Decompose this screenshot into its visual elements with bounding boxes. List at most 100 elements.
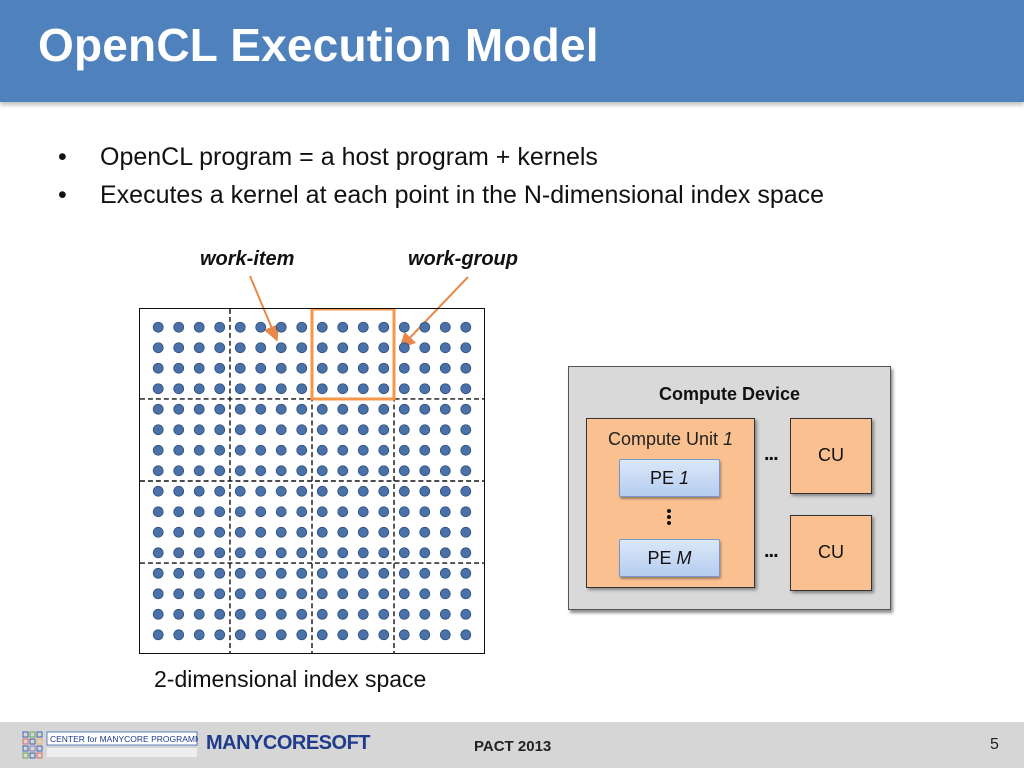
work-item-dot xyxy=(419,465,431,477)
compute-unit-box: CU xyxy=(790,515,872,591)
work-item-dot xyxy=(255,403,267,415)
work-item-dot xyxy=(193,608,205,620)
bullet-glyph: • xyxy=(58,143,67,171)
work-item-dot xyxy=(439,362,451,374)
work-item-dot xyxy=(275,465,287,477)
work-item-dot xyxy=(439,506,451,518)
work-item-dot xyxy=(296,485,308,497)
work-item-dot xyxy=(357,608,369,620)
work-item-dot xyxy=(316,526,328,538)
work-item-dot xyxy=(398,465,410,477)
pe-index: 1 xyxy=(679,468,690,488)
work-item-dot xyxy=(173,383,185,395)
work-item-dot xyxy=(460,588,472,600)
work-item-dot xyxy=(214,465,226,477)
work-item-dot xyxy=(378,403,390,415)
bullet-text: Executes a kernel at each point in the N… xyxy=(100,181,825,209)
work-item-dot xyxy=(173,567,185,579)
work-item-dot xyxy=(439,403,451,415)
work-item-dot xyxy=(193,444,205,456)
work-item-dot xyxy=(275,444,287,456)
work-item-dot xyxy=(193,506,205,518)
work-item-dot xyxy=(255,465,267,477)
work-item-dot xyxy=(255,588,267,600)
work-item-dot xyxy=(296,547,308,559)
compute-unit-index: 1 xyxy=(723,429,734,449)
work-item-dot xyxy=(214,342,226,354)
work-item-dot xyxy=(316,608,328,620)
work-item-dot xyxy=(193,465,205,477)
work-item-dot xyxy=(460,383,472,395)
work-item-dot xyxy=(398,342,410,354)
work-item-dot xyxy=(337,547,349,559)
work-item-dot xyxy=(337,526,349,538)
work-item-dot xyxy=(193,362,205,374)
work-item-dot xyxy=(460,629,472,641)
work-item-dot xyxy=(152,321,164,333)
work-item-dot xyxy=(439,526,451,538)
work-item-dot xyxy=(234,629,246,641)
work-item-dot xyxy=(460,567,472,579)
vertical-ellipsis-icon xyxy=(667,509,673,527)
work-item-dot xyxy=(398,506,410,518)
manycoresoft-logo: MANYCORESOFT xyxy=(206,732,371,755)
compute-unit-label: Compute Unit 1 xyxy=(587,429,754,450)
work-item-dot xyxy=(419,383,431,395)
work-item-label: work-item xyxy=(200,248,295,270)
work-item-dot xyxy=(419,362,431,374)
work-item-dot xyxy=(378,547,390,559)
work-item-dot xyxy=(255,485,267,497)
work-item-dot xyxy=(419,424,431,436)
work-item-dot xyxy=(275,485,287,497)
work-item-dot xyxy=(357,485,369,497)
work-item-dot xyxy=(275,403,287,415)
work-item-dot xyxy=(316,403,328,415)
work-item-dot xyxy=(378,629,390,641)
work-group-arrow xyxy=(399,276,469,349)
work-item-dot xyxy=(337,567,349,579)
work-item-dot xyxy=(296,342,308,354)
work-item-dot xyxy=(419,485,431,497)
work-item-dot xyxy=(275,629,287,641)
work-item-dot xyxy=(337,465,349,477)
work-item-dot xyxy=(193,403,205,415)
work-item-dot xyxy=(460,403,472,415)
work-item-dot xyxy=(378,567,390,579)
work-item-dot xyxy=(337,608,349,620)
work-item-dot xyxy=(275,506,287,518)
work-item-dot xyxy=(378,424,390,436)
work-item-dot xyxy=(193,567,205,579)
work-item-dot xyxy=(193,383,205,395)
index-space-grid xyxy=(139,308,485,654)
pe-label: PE xyxy=(649,468,674,488)
work-item-dot xyxy=(439,588,451,600)
work-item-dot xyxy=(296,444,308,456)
work-item-dot xyxy=(234,424,246,436)
work-item-dot xyxy=(419,342,431,354)
work-item-dot xyxy=(152,506,164,518)
compute-unit-box: CU xyxy=(790,418,872,494)
work-item-dot xyxy=(378,444,390,456)
work-item-dot xyxy=(419,403,431,415)
work-item-dot xyxy=(439,465,451,477)
work-item-dot xyxy=(460,506,472,518)
work-item-dot xyxy=(234,567,246,579)
work-item-dot xyxy=(193,485,205,497)
work-item-dot xyxy=(234,444,246,456)
work-item-dot xyxy=(173,485,185,497)
work-item-dot xyxy=(460,424,472,436)
work-item-dot xyxy=(275,608,287,620)
work-item-dot xyxy=(316,383,328,395)
work-item-dot xyxy=(214,403,226,415)
work-item-dot xyxy=(439,342,451,354)
work-item-dot xyxy=(193,526,205,538)
work-item-dot xyxy=(398,321,410,333)
work-item-dot xyxy=(460,608,472,620)
work-item-dot xyxy=(439,485,451,497)
work-item-dot xyxy=(316,321,328,333)
work-item-dot xyxy=(214,629,226,641)
work-item-dot xyxy=(357,526,369,538)
work-item-dot xyxy=(316,629,328,641)
work-item-dot xyxy=(316,547,328,559)
work-item-dot xyxy=(234,465,246,477)
